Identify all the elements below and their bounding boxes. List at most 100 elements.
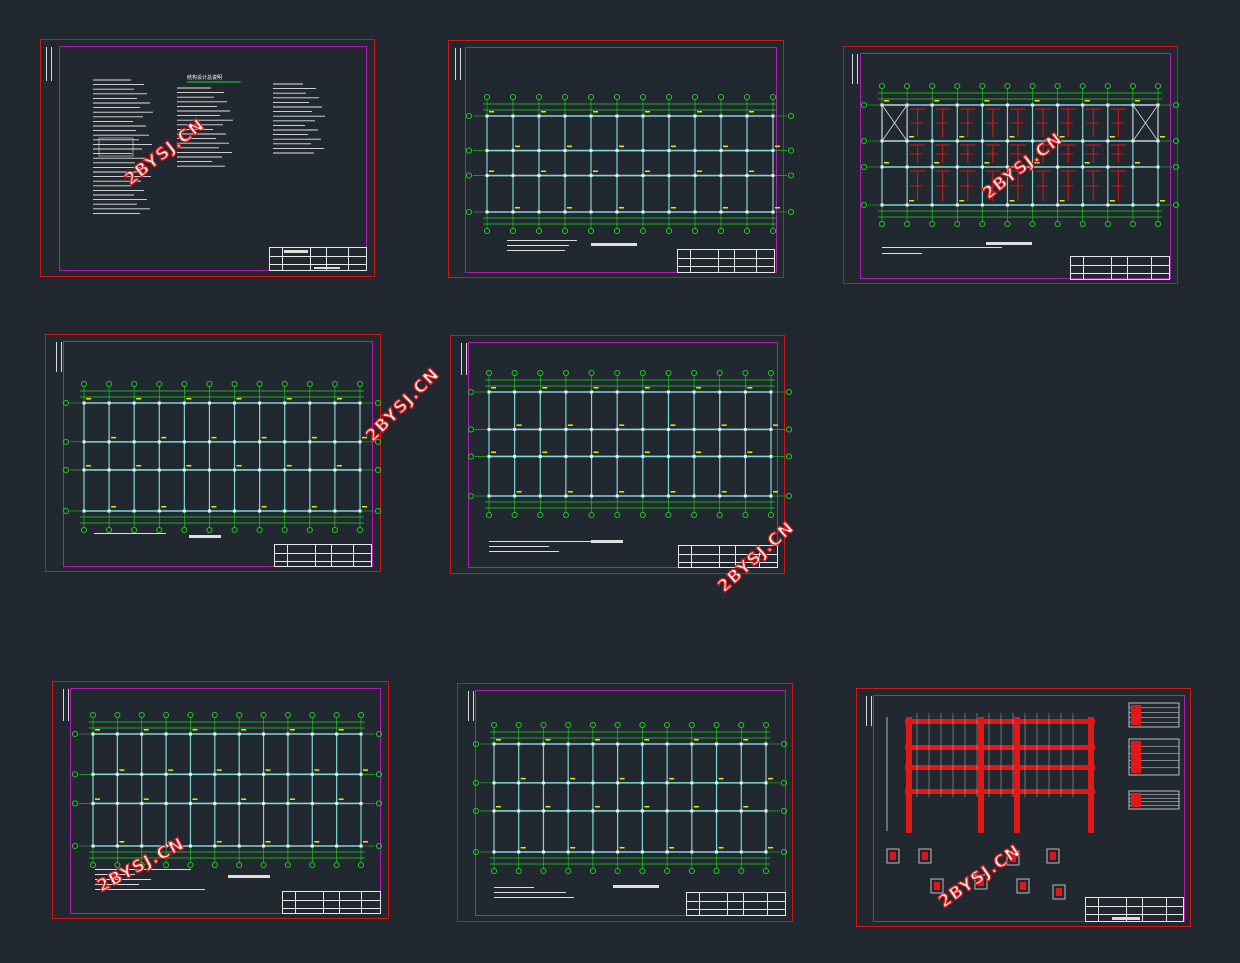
drawing-sheet-plan-5[interactable] <box>52 681 389 919</box>
axis-bubble <box>588 511 595 519</box>
section-rebar <box>1050 852 1056 860</box>
axis-bubble <box>281 526 288 534</box>
axis-bubble <box>1172 101 1180 109</box>
column-mark <box>107 440 111 444</box>
beam-label <box>644 805 650 808</box>
beam-label <box>216 841 222 843</box>
drawing-sheet-plan-4[interactable] <box>450 335 793 574</box>
axis-bubble <box>467 492 475 500</box>
column-mark <box>511 114 515 118</box>
axis-bubble <box>743 93 751 101</box>
beam-label <box>186 398 192 400</box>
sheet-binding-strip <box>866 696 872 726</box>
notes-title: 结构设计总说明 <box>187 75 223 81</box>
column-mark <box>487 494 491 498</box>
column-mark <box>1005 203 1009 207</box>
column-mark <box>715 742 719 746</box>
beam-label <box>289 729 295 731</box>
column-mark <box>182 440 186 444</box>
beam-label <box>1084 162 1090 164</box>
column-mark <box>743 494 747 498</box>
beam-label <box>909 200 915 202</box>
column-mark <box>566 781 570 785</box>
column-mark <box>308 468 312 472</box>
table-highlight <box>1131 705 1141 725</box>
beam-label <box>645 111 650 113</box>
column-mark <box>771 114 775 118</box>
section-detail <box>974 874 988 890</box>
section-rebar <box>1056 888 1062 896</box>
axis-bubble <box>562 369 569 377</box>
drawing-sheet-plan-1[interactable] <box>448 40 795 278</box>
column-mark <box>641 174 645 178</box>
axis-bubble <box>89 711 97 719</box>
column-mark <box>283 440 287 444</box>
column-mark <box>115 801 119 805</box>
title-block <box>282 891 381 914</box>
column-mark <box>157 440 161 444</box>
column-mark <box>1106 103 1110 107</box>
beam-label <box>95 729 100 731</box>
column-mark <box>115 844 119 848</box>
column-mark <box>955 103 959 107</box>
column-mark <box>91 844 95 848</box>
column-mark <box>335 844 339 848</box>
column-mark <box>1056 139 1060 143</box>
axis-bubble <box>860 101 868 109</box>
beam-label <box>594 739 600 741</box>
column-mark <box>233 509 237 513</box>
beam-label <box>143 729 149 731</box>
column-mark <box>335 772 339 776</box>
axis-bubble <box>356 526 364 534</box>
beam-label <box>593 451 599 453</box>
axis-bubble <box>211 711 218 719</box>
sheet-inner-border <box>59 46 367 271</box>
beam-label <box>747 451 753 453</box>
drawing-sheet-frame-detail[interactable] <box>856 688 1191 927</box>
column-mark <box>641 494 645 498</box>
drawing-sheet-plan-2[interactable] <box>843 46 1180 284</box>
axis-bubble <box>138 861 145 869</box>
axis-bubble <box>114 711 121 719</box>
axis-bubble <box>187 861 194 869</box>
axis-bubble <box>1172 163 1180 171</box>
drawing-sheet-plan-3[interactable] <box>45 334 382 572</box>
column-mark <box>91 801 95 805</box>
column-mark <box>1056 103 1060 107</box>
beam-label <box>669 847 675 849</box>
axis-bubble <box>665 369 672 377</box>
column-mark <box>615 149 619 153</box>
axis-bubble <box>767 511 775 519</box>
column-mark <box>666 494 670 498</box>
beam-label <box>496 805 501 808</box>
frame-beam <box>905 745 1095 750</box>
notes-table <box>98 137 134 157</box>
column-mark <box>764 809 768 813</box>
sheet-binding-strip <box>852 54 858 84</box>
column-mark <box>930 103 934 107</box>
column-mark <box>880 165 884 169</box>
beam-label <box>491 387 496 389</box>
drawing-sheet-design-notes[interactable]: 结构设计总说明 <box>40 39 375 277</box>
axis-bubble <box>1104 220 1111 228</box>
drawing-title-bar <box>591 540 623 543</box>
column-mark <box>615 427 619 431</box>
section-rebar <box>922 852 928 860</box>
column-mark <box>513 494 517 498</box>
plan-note <box>95 867 205 890</box>
column-mark <box>771 149 775 153</box>
column-mark <box>640 809 644 813</box>
column-mark <box>590 390 594 394</box>
column-mark <box>591 781 595 785</box>
drawing-sheet-plan-6[interactable] <box>457 683 793 922</box>
column-mark <box>132 440 136 444</box>
column-mark <box>566 850 570 854</box>
axis-bubble <box>785 453 793 460</box>
column-mark <box>616 742 620 746</box>
column-mark <box>333 440 337 444</box>
column-mark <box>955 165 959 169</box>
column-mark <box>358 509 362 513</box>
beam-label <box>211 436 217 439</box>
beam-label <box>336 464 342 467</box>
sheet-binding-strip <box>46 47 52 81</box>
